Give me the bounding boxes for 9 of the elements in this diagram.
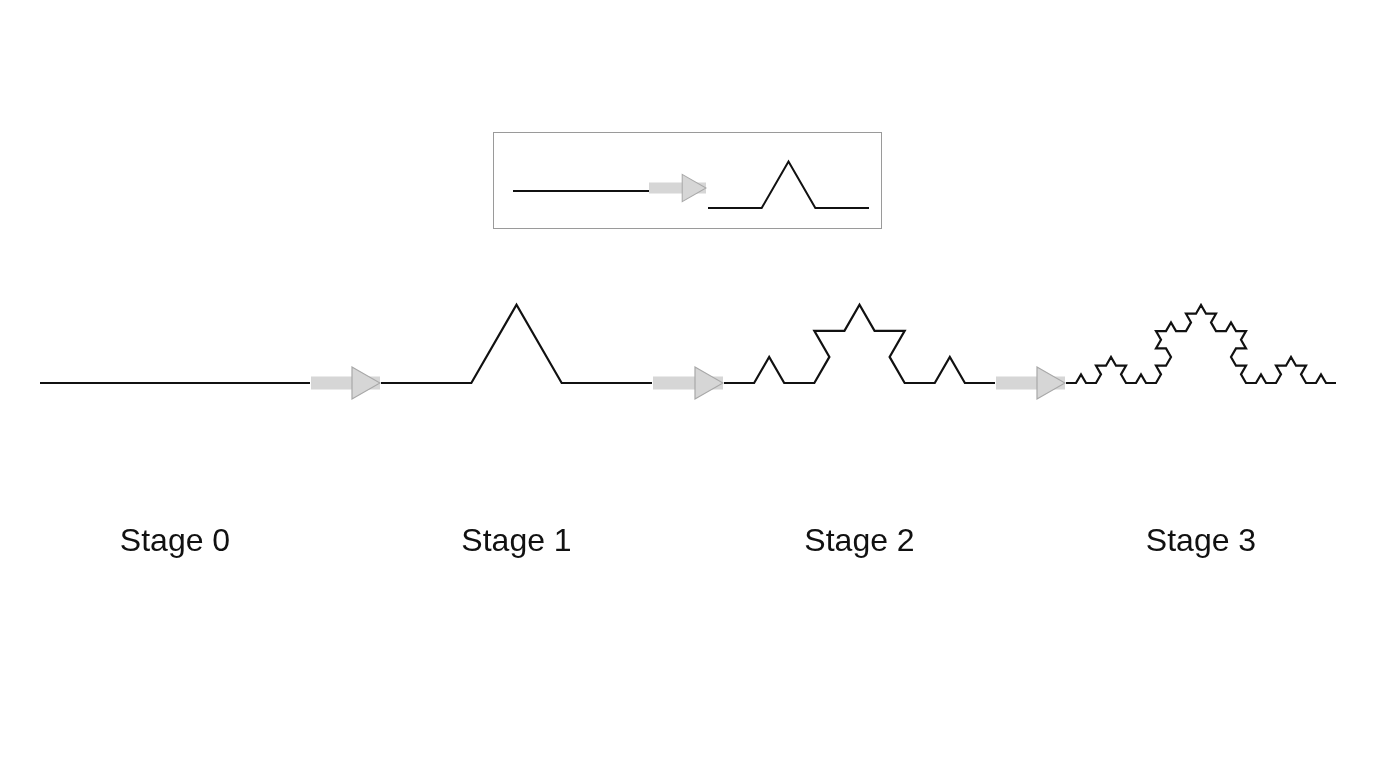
stage-label: Stage 0: [119, 522, 231, 559]
rule-frame: [493, 132, 882, 229]
block-arrow: [649, 173, 707, 203]
block-arrow: [653, 366, 724, 400]
block-arrow: [311, 366, 381, 400]
stage-label: Stage 3: [1145, 522, 1257, 559]
stage-label: Stage 2: [804, 522, 915, 559]
block-arrow: [996, 366, 1066, 400]
stage-label: Stage 1: [461, 522, 572, 559]
